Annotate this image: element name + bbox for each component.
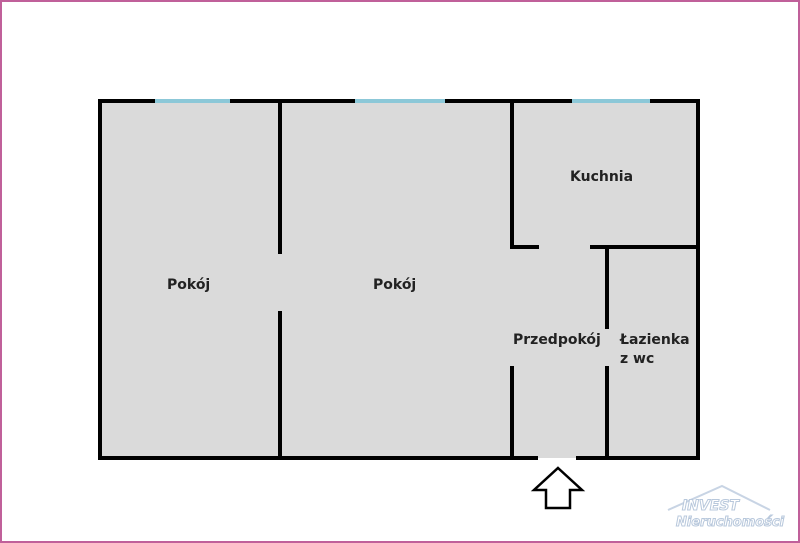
logo-line2: Nieruchomości (676, 515, 785, 530)
room-label-pokoj-1: Pokój (167, 277, 210, 293)
room-label-wc: z wc (620, 351, 654, 367)
entrance-arrow-icon (530, 466, 586, 510)
logo-line1: INVEST (682, 498, 740, 514)
room-label-kuchnia: Kuchnia (570, 169, 633, 185)
logo-roof-icon (667, 484, 771, 511)
floor (100, 101, 698, 458)
room-label-lazienka: Łazienka (619, 332, 690, 348)
room-label-przedpokoj: Przedpokój (513, 332, 601, 348)
room-label-pokoj-2: Pokój (373, 277, 416, 293)
invest-logo: INVEST Nieruchomości (667, 484, 785, 531)
